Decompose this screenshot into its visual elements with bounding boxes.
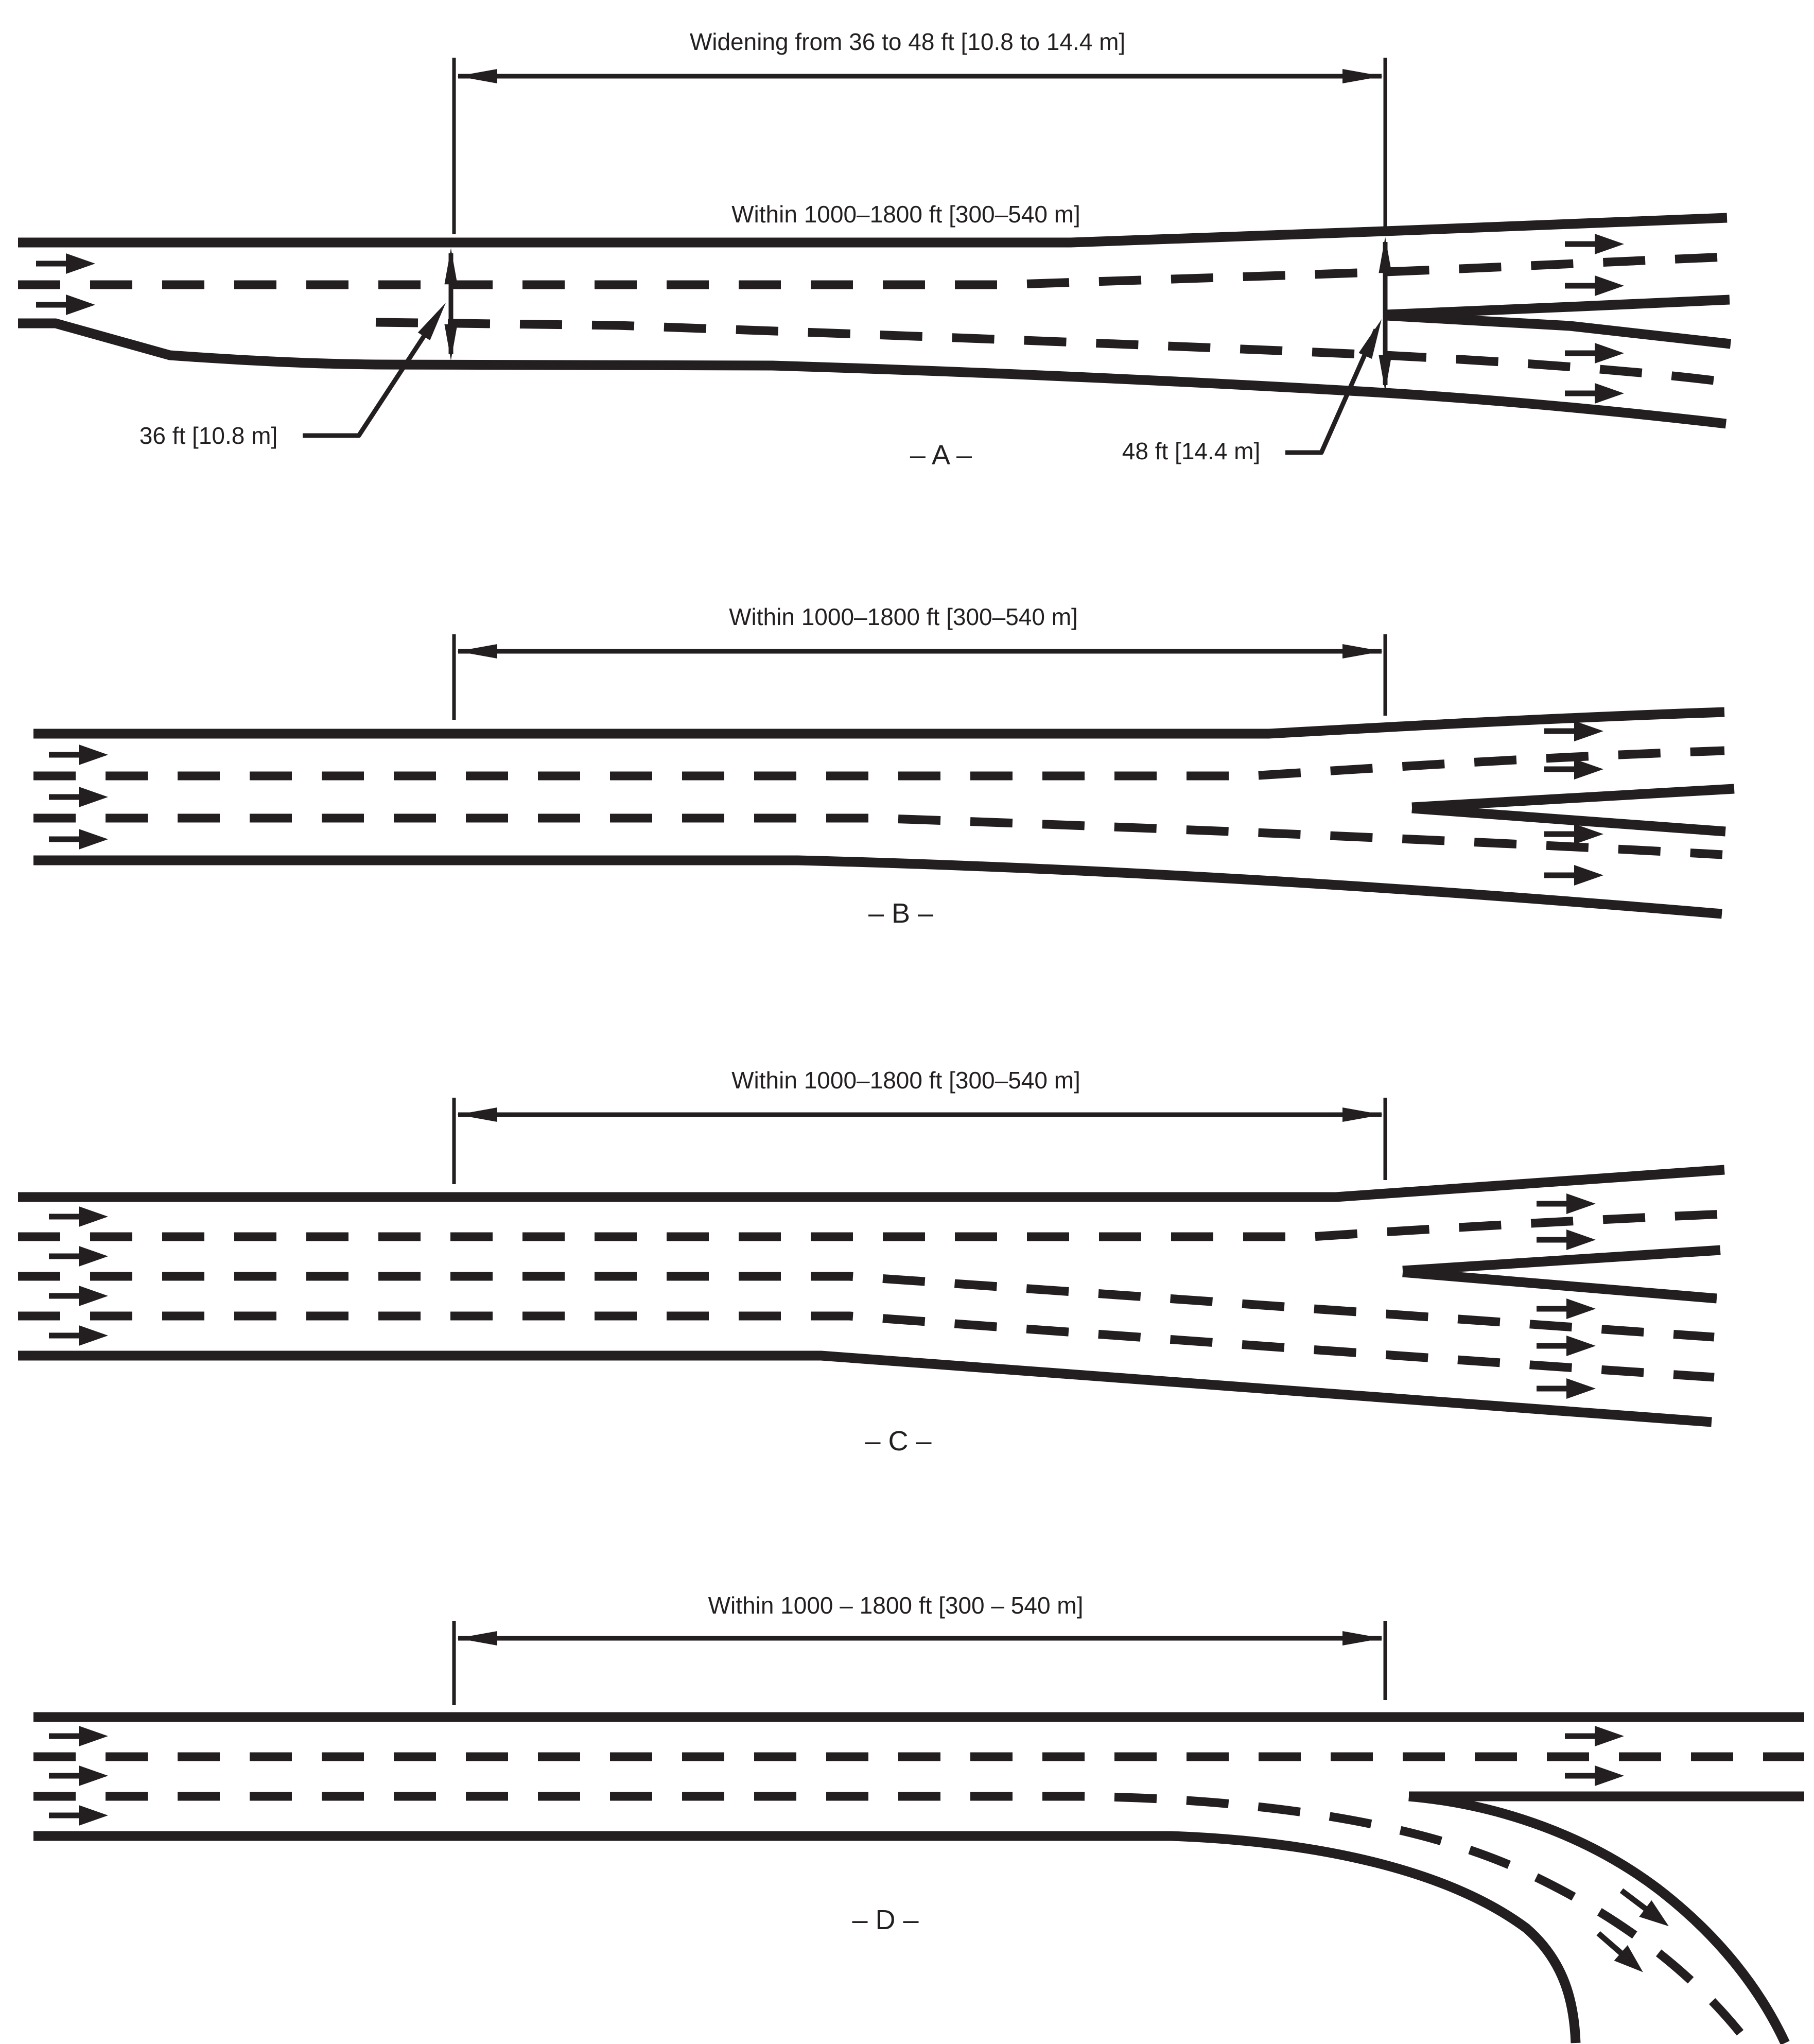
traffic-arrow — [49, 1726, 108, 1746]
traffic-arrow — [49, 1765, 108, 1786]
dimension-arrowhead-left — [457, 1631, 497, 1645]
traffic-arrow — [49, 1325, 108, 1346]
panel-a-center-dashed-line — [18, 252, 1728, 289]
panel-c-dashed-line-3 — [18, 1311, 1715, 1382]
panel-a-letter-label: – A – — [910, 440, 972, 471]
panel-a-gore-lower-edge — [1386, 310, 1732, 349]
traffic-arrow — [1544, 721, 1603, 741]
traffic-arrow — [1537, 1336, 1596, 1356]
traffic-arrow — [49, 829, 108, 850]
panel-d: Within 1000 – 1800 ft [300 – 540 m] – D … — [33, 1592, 1804, 2044]
panel-b-distance-label: Within 1000–1800 ft [300–540 m] — [729, 603, 1078, 630]
traffic-arrow — [1537, 1193, 1596, 1214]
traffic-arrow — [1565, 1765, 1624, 1786]
traffic-arrow — [36, 295, 95, 315]
traffic-arrow — [49, 744, 108, 765]
panel-b-letter-label: – B – — [868, 898, 933, 929]
dimension-arrowhead-left — [457, 1107, 497, 1122]
panel-c: Within 1000–1800 ft [300–540 m] – C – — [18, 1067, 1725, 1457]
panel-a-widening-label: Widening from 36 to 48 ft [10.8 to 14.4 … — [690, 28, 1125, 55]
traffic-arrow — [49, 787, 108, 807]
traffic-arrow — [49, 1286, 108, 1306]
traffic-arrow — [1544, 865, 1603, 886]
dimension-arrowhead-right — [1342, 1631, 1383, 1645]
panel-d-distance-label: Within 1000 – 1800 ft [300 – 540 m] — [708, 1592, 1084, 1619]
traffic-arrow — [1565, 383, 1624, 404]
panel-c-bottom-edge — [18, 1350, 1712, 1427]
panel-a: Widening from 36 to 48 ft [10.8 to 14.4 … — [18, 28, 1732, 471]
dimension-arrowhead-down — [1379, 355, 1392, 391]
traffic-arrow — [49, 1805, 108, 1826]
panel-a-gore-upper-edge — [1386, 295, 1730, 320]
traffic-arrow — [1565, 275, 1624, 296]
traffic-arrow — [1592, 1926, 1650, 1980]
traffic-arrow — [49, 1246, 108, 1267]
traffic-arrow — [49, 1206, 108, 1227]
dimension-arrowhead-right — [1342, 1107, 1383, 1122]
panel-c-distance-label: Within 1000–1800 ft [300–540 m] — [731, 1067, 1080, 1094]
dimension-arrowhead-up — [1379, 237, 1392, 273]
panel-c-letter-label: – C – — [865, 1426, 931, 1457]
panel-a-top-edge — [18, 213, 1728, 248]
traffic-arrow — [1537, 1229, 1596, 1250]
dimension-arrowhead-left — [457, 69, 497, 83]
panel-d-ramp-inner-edge — [1408, 1791, 1790, 2044]
panel-b-gore-upper-edge — [1411, 784, 1735, 812]
panel-c-gore-lower-edge — [1402, 1267, 1717, 1304]
panel-c-gore-upper-edge — [1402, 1245, 1721, 1276]
panel-d-ramp-dashed-centerline — [33, 1792, 1749, 2042]
panel-d-bottom-edge-ramp-outer — [33, 1831, 1581, 2043]
panel-c-dashed-line-1 — [18, 1209, 1725, 1241]
panel-b-dashed-line-1 — [33, 746, 1725, 781]
traffic-arrow — [1565, 234, 1624, 254]
traffic-arrow — [1537, 1298, 1596, 1319]
panel-d-letter-label: – D – — [852, 1904, 918, 1935]
panel-b: Within 1000–1800 ft [300–540 m] – B – — [33, 603, 1735, 929]
traffic-arrow — [1544, 824, 1603, 844]
panel-c-dashed-line-2 — [18, 1272, 1715, 1342]
traffic-arrow — [1565, 1726, 1624, 1746]
traffic-arrow — [1537, 1378, 1596, 1399]
panel-a-added-lane-dashed-line — [375, 318, 1727, 387]
panel-a-36ft-leader-line — [303, 311, 441, 438]
panel-b-top-edge — [33, 707, 1725, 739]
dimension-arrowhead-left — [457, 644, 497, 659]
dimension-arrowhead-up — [444, 248, 458, 285]
traffic-arrow — [36, 253, 95, 274]
dimension-arrowhead-down — [444, 324, 458, 360]
panel-c-top-edge — [18, 1165, 1725, 1202]
dimension-arrowhead-right — [1342, 69, 1383, 83]
panel-a-distance-label: Within 1000–1800 ft [300–540 m] — [731, 201, 1080, 228]
traffic-arrow — [1565, 343, 1624, 363]
panel-a-start-width-label: 36 ft [10.8 m] — [139, 422, 277, 449]
panel-a-end-width-label: 48 ft [14.4 m] — [1122, 438, 1260, 464]
panel-b-bottom-edge — [33, 855, 1722, 919]
panel-b-dashed-line-2 — [33, 813, 1723, 859]
panel-a-48ft-leader-line — [1285, 328, 1379, 455]
dimension-arrowhead-right — [1342, 644, 1383, 659]
panel-b-gore-lower-edge — [1411, 803, 1726, 837]
panel-a-bottom-edge — [18, 318, 1727, 429]
